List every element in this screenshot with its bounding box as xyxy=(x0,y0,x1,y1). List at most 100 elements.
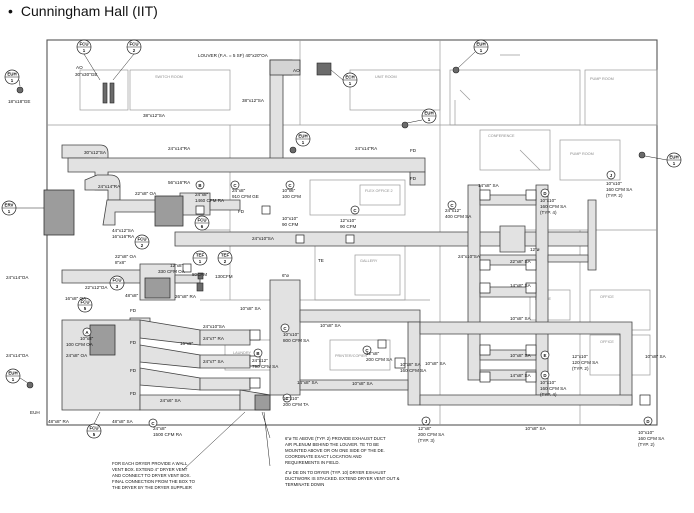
svg-text:(TYP. 4): (TYP. 4) xyxy=(540,210,557,215)
svg-text:1460 CFM RA: 1460 CFM RA xyxy=(195,198,225,203)
tag-diff-d2: D xyxy=(540,370,550,380)
svg-text:80CFM: 80CFM xyxy=(192,272,207,277)
svg-text:56"x16"RA: 56"x16"RA xyxy=(168,180,191,185)
svg-text:6: 6 xyxy=(201,224,204,229)
svg-text:FD: FD xyxy=(130,368,137,373)
diffuser-tags: B C C C C D D J E A B C C C J D C xyxy=(82,170,653,428)
fcu-1-unit-b xyxy=(109,82,115,104)
svg-text:FINAL CONNECTION FROM THE BOX: FINAL CONNECTION FROM THE BOX TO xyxy=(112,479,196,484)
svg-text:FD: FD xyxy=(410,176,417,181)
svg-text:10"x10": 10"x10" xyxy=(638,430,654,435)
svg-text:10"x10": 10"x10" xyxy=(540,380,556,385)
svg-text:FCU: FCU xyxy=(79,42,88,47)
svg-text:24"x8" OA: 24"x8" OA xyxy=(66,353,88,358)
svg-text:10"x8" SA: 10"x8" SA xyxy=(352,381,374,386)
svg-text:1: 1 xyxy=(83,48,86,53)
tag-diff-a: A xyxy=(82,327,92,337)
svg-text:790 CFM SA: 790 CFM SA xyxy=(252,364,279,369)
fcu-3-unit xyxy=(144,277,171,299)
svg-text:24"x14"RA: 24"x14"RA xyxy=(98,184,121,189)
svg-text:10"x8" SA: 10"x8" SA xyxy=(320,323,342,328)
svg-text:30"x12"SA: 30"x12"SA xyxy=(84,150,107,155)
svg-text:24"x8": 24"x8" xyxy=(195,192,209,197)
svg-text:2: 2 xyxy=(133,48,136,53)
svg-text:UNIT ROOM: UNIT ROOM xyxy=(375,75,397,79)
svg-text:1: 1 xyxy=(12,377,15,382)
svg-text:AIR PLENUM BEHIND THE LOUVER.: AIR PLENUM BEHIND THE LOUVER. TE TO BE xyxy=(285,442,379,447)
svg-text:FD: FD xyxy=(130,340,137,345)
svg-text:24"x10"SA: 24"x10"SA xyxy=(458,254,481,259)
svg-text:10"x8" SA: 10"x8" SA xyxy=(510,353,532,358)
tag-diff-d1: D xyxy=(540,188,550,198)
svg-text:1: 1 xyxy=(480,48,483,53)
svg-text:PRINTER/COPIER: PRINTER/COPIER xyxy=(335,354,368,358)
svg-text:100 CFM OA: 100 CFM OA xyxy=(66,342,94,347)
dryer-note: FOR EACH DRYER PROVIDE A WALL VENT BOX. … xyxy=(112,461,196,490)
svg-text:22"x8" OA: 22"x8" OA xyxy=(135,191,157,196)
svg-text:10"x8" SA: 10"x8" SA xyxy=(400,362,422,367)
svg-text:C: C xyxy=(285,396,289,401)
svg-text:(TYP. 2): (TYP. 2) xyxy=(572,366,589,371)
svg-text:FCU: FCU xyxy=(197,218,206,223)
svg-text:B: B xyxy=(256,351,259,356)
tag-diff-c6: C xyxy=(282,393,292,403)
tag-diff-c4: C xyxy=(447,200,457,210)
svg-text:C: C xyxy=(151,421,155,426)
svg-text:8"x8": 8"x8" xyxy=(115,260,126,265)
svg-text:10"x8": 10"x8" xyxy=(80,336,94,341)
svg-text:10"x8" SA: 10"x8" SA xyxy=(645,354,667,359)
svg-text:D: D xyxy=(543,373,546,378)
svg-text:4"ø DE DN TO DRYER (TYP. 10) D: 4"ø DE DN TO DRYER (TYP. 10) DRYER EXHAU… xyxy=(285,470,386,475)
tef-1-unit xyxy=(197,272,204,280)
svg-text:A: A xyxy=(85,330,89,335)
svg-text:CONFERENCE: CONFERENCE xyxy=(488,134,515,138)
svg-text:FD: FD xyxy=(238,209,245,214)
svg-text:FD: FD xyxy=(410,148,417,153)
svg-text:1: 1 xyxy=(349,81,352,86)
svg-text:1: 1 xyxy=(302,140,305,145)
svg-text:14"x8" SA: 14"x8" SA xyxy=(510,373,532,378)
svg-text:VENT BOX. EXTEND 4" DRYER VENT: VENT BOX. EXTEND 4" DRYER VENT xyxy=(112,467,188,472)
svg-text:AND CONNECT TO DRYER VENT BOX.: AND CONNECT TO DRYER VENT BOX. xyxy=(112,473,191,478)
svg-text:(TYP. 3): (TYP. 3) xyxy=(418,438,435,443)
fcu-6-unit xyxy=(154,195,184,227)
fcu-1-unit-a xyxy=(102,82,108,104)
svg-text:16"x8": 16"x8" xyxy=(180,341,194,346)
svg-text:200 CFM SA: 200 CFM SA xyxy=(366,357,393,362)
svg-text:AO: AO xyxy=(76,65,83,70)
svg-text:ECH: ECH xyxy=(345,75,354,80)
euh-heater-right xyxy=(638,151,646,159)
svg-text:2: 2 xyxy=(224,259,227,264)
svg-text:26"x8" RA: 26"x8" RA xyxy=(175,294,197,299)
svg-text:44"x12"SA: 44"x12"SA xyxy=(112,228,135,233)
svg-text:30"x30"GE: 30"x30"GE xyxy=(75,72,97,77)
svg-text:48"x8" SA: 48"x8" SA xyxy=(112,419,134,424)
tag-diff-j1: J xyxy=(606,170,616,180)
svg-text:C: C xyxy=(353,208,357,213)
svg-text:FCU: FCU xyxy=(80,300,89,305)
svg-text:90 CFM: 90 CFM xyxy=(282,222,299,227)
svg-text:200 CFM TA: 200 CFM TA xyxy=(283,402,310,407)
svg-text:120 CFM SA: 120 CFM SA xyxy=(572,360,599,365)
page-title: •Cunningham Hall (IIT) xyxy=(8,3,158,19)
tag-diff-d3: D xyxy=(643,416,653,426)
svg-text:10"x8" SA: 10"x8" SA xyxy=(510,316,532,321)
svg-text:SWITCH ROOM: SWITCH ROOM xyxy=(155,75,183,79)
svg-text:2: 2 xyxy=(141,243,144,248)
svg-text:C: C xyxy=(283,326,287,331)
svg-text:3: 3 xyxy=(116,284,119,289)
svg-text:J: J xyxy=(610,173,613,178)
leader-lines xyxy=(16,51,668,471)
svg-text:160 CFM SA: 160 CFM SA xyxy=(540,204,567,209)
svg-text:AO: AO xyxy=(293,68,300,73)
